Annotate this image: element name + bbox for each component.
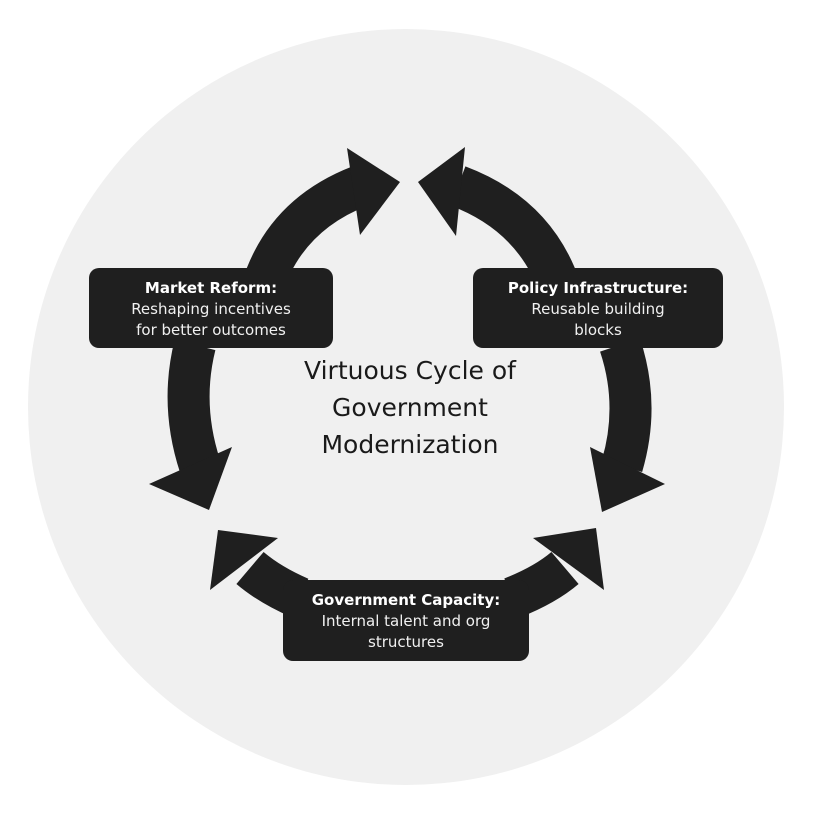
diagram-title: Virtuous Cycle of Government Modernizati… bbox=[255, 352, 565, 463]
node-description: Reshaping incentives bbox=[131, 300, 291, 318]
node-title: Market Reform: bbox=[144, 279, 278, 297]
node-government-capacity: Government Capacity: Internal talent and… bbox=[283, 580, 529, 661]
node-description: blocks bbox=[574, 321, 622, 339]
node-policy-infrastructure: Policy Infrastructure: Reusable building… bbox=[473, 268, 723, 348]
node-title: Government Capacity: bbox=[311, 591, 501, 609]
background-circle bbox=[28, 29, 784, 785]
arrow-market-down bbox=[149, 339, 232, 510]
arrow-policy-down bbox=[590, 338, 665, 512]
node-market-reform: Market Reform: Reshaping incentives for … bbox=[89, 268, 333, 348]
title-line: Virtuous Cycle of bbox=[304, 356, 516, 385]
node-description: Reusable building bbox=[531, 300, 665, 318]
title-line: Government bbox=[332, 393, 488, 422]
node-title: Policy Infrastructure: bbox=[507, 279, 689, 297]
title-line: Modernization bbox=[321, 430, 499, 459]
node-description: Internal talent and org bbox=[321, 612, 491, 630]
node-description: for better outcomes bbox=[136, 321, 286, 339]
node-description: structures bbox=[368, 633, 444, 651]
